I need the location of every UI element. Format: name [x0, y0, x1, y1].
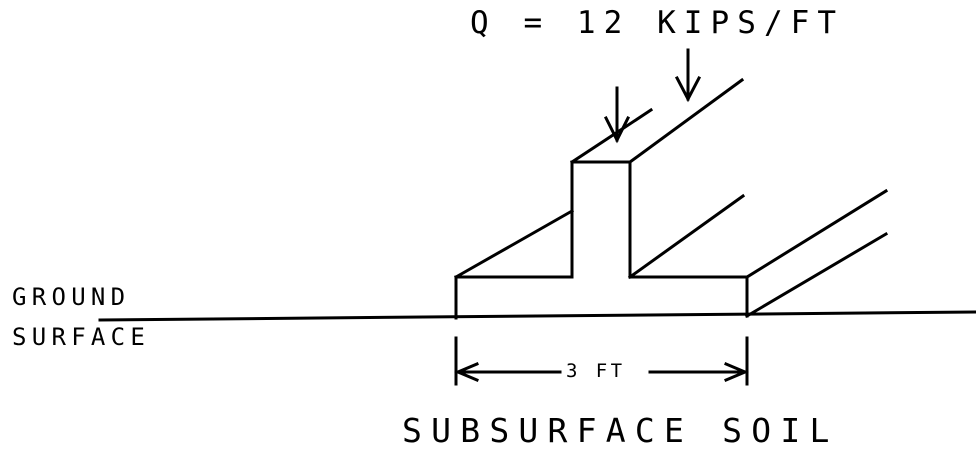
- footing-right-bottom-edge: [744, 231, 889, 319]
- load-label: Q = 12 KIPS/FT: [470, 5, 845, 41]
- footing-right-top-edge: [744, 188, 889, 280]
- width-dimension-label: 3 FT: [562, 362, 630, 381]
- subsurface-soil-label: SUBSURFACE SOIL: [402, 411, 839, 450]
- footing-front-face: [454, 160, 749, 320]
- ground-surface-label-line2: SURFACE: [12, 323, 151, 351]
- footing-inner-edge: [627, 193, 746, 280]
- dimension-arrowhead-left: [454, 362, 479, 382]
- dimension-arrowhead-right: [724, 362, 749, 382]
- wall-top-right-edge: [627, 77, 745, 165]
- ground-surface-line: [98, 310, 976, 322]
- wall-top-left-edge: [569, 107, 654, 165]
- footing-left-edge: [453, 208, 575, 280]
- ground-surface-label-line1: GROUND: [12, 283, 131, 311]
- load-arrow-right-head: [674, 75, 702, 103]
- load-arrow-left-head: [603, 115, 631, 144]
